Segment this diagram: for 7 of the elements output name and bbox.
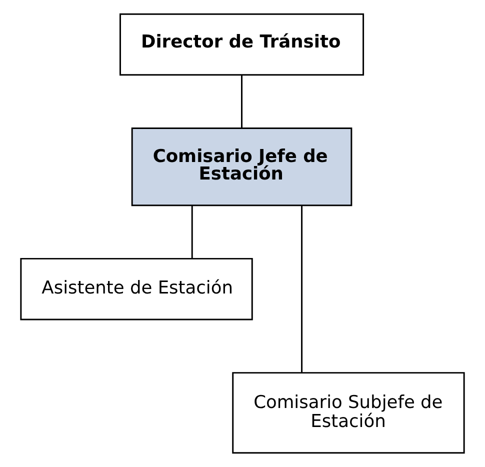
node-box: Comisario Jefe de Estación [131,128,352,206]
connector [301,206,303,373]
connector [241,75,242,128]
node-box: Comisario Subjefe de Estación [232,372,465,454]
connector [191,206,193,258]
node-box: Asistente de Estación [20,258,253,320]
node-box: Director de Tránsito [120,13,364,76]
